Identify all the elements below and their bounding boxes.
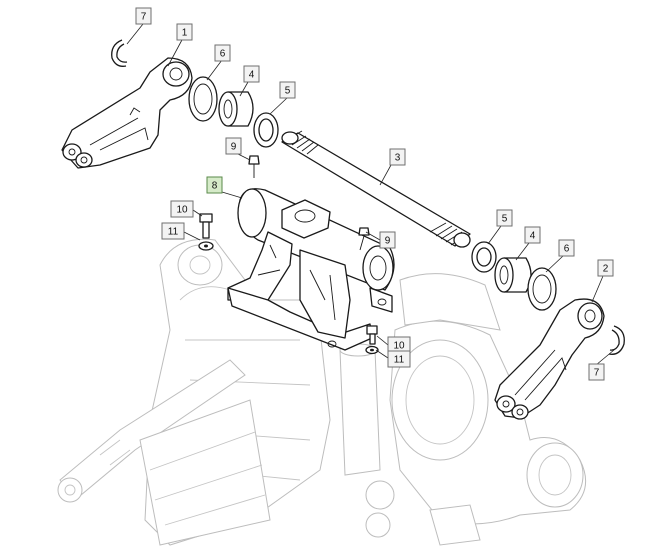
thrust-washer-upper <box>188 76 218 122</box>
bushing-lower <box>494 257 532 293</box>
callout-label: 5 <box>502 214 508 225</box>
callout-housing-highlighted: 8 <box>206 176 223 194</box>
callout-label: 11 <box>168 227 179 238</box>
grease-fitting-upper <box>248 155 260 178</box>
callout-seal-upper: 5 <box>279 81 296 99</box>
callout-label: 6 <box>564 244 570 255</box>
callout-bushing-upper: 4 <box>243 65 260 83</box>
thrust-washer-lower <box>527 267 557 311</box>
callout-label: 2 <box>603 264 609 275</box>
seal-ring-upper <box>253 112 279 148</box>
callout-label: 4 <box>249 70 255 81</box>
callout-fitting-upper: 9 <box>225 137 242 155</box>
bolt-right <box>365 325 379 355</box>
callout-label: 10 <box>176 205 188 216</box>
callout-washer-right: 11 <box>387 350 411 368</box>
callout-snap-ring-upper: 7 <box>135 7 152 25</box>
lift-arm-right <box>494 298 605 420</box>
callout-bolt-left: 10 <box>170 200 194 218</box>
snap-ring-upper <box>111 39 128 67</box>
callout-label: 8 <box>212 181 218 192</box>
callout-rockshaft: 3 <box>389 148 406 166</box>
callout-bushing-lower: 4 <box>524 226 541 244</box>
rockshaft <box>281 130 471 248</box>
callout-label: 6 <box>220 49 226 60</box>
bushing-upper <box>218 91 254 127</box>
callout-label: 3 <box>395 153 401 164</box>
lift-arm-left <box>61 57 193 169</box>
callout-seal-lower: 5 <box>496 209 513 227</box>
callout-label: 1 <box>182 28 188 39</box>
callout-lift-arm-left: 1 <box>176 23 193 41</box>
bolt-left <box>198 213 214 251</box>
callout-washer-left: 11 <box>161 222 185 240</box>
snap-ring-lower <box>608 325 625 355</box>
callout-snap-ring-lower: 7 <box>588 363 605 381</box>
callout-label: 5 <box>285 86 291 97</box>
callout-lift-arm-right: 2 <box>597 259 614 277</box>
callout-label: 11 <box>394 355 405 366</box>
callout-label: 4 <box>530 231 536 242</box>
callout-fitting-right: 9 <box>379 231 396 249</box>
leader-lines <box>126 23 615 366</box>
callout-label: 9 <box>231 142 237 153</box>
callout-washer-upper: 6 <box>214 44 231 62</box>
grease-fitting-right <box>358 227 370 251</box>
callout-label: 9 <box>385 236 391 247</box>
callout-label: 7 <box>594 368 600 379</box>
callout-label: 10 <box>393 341 405 352</box>
callout-washer-lower: 6 <box>558 239 575 257</box>
seal-ring-lower <box>471 241 497 273</box>
callout-label: 7 <box>141 12 147 23</box>
rockshaft-housing <box>227 188 395 351</box>
